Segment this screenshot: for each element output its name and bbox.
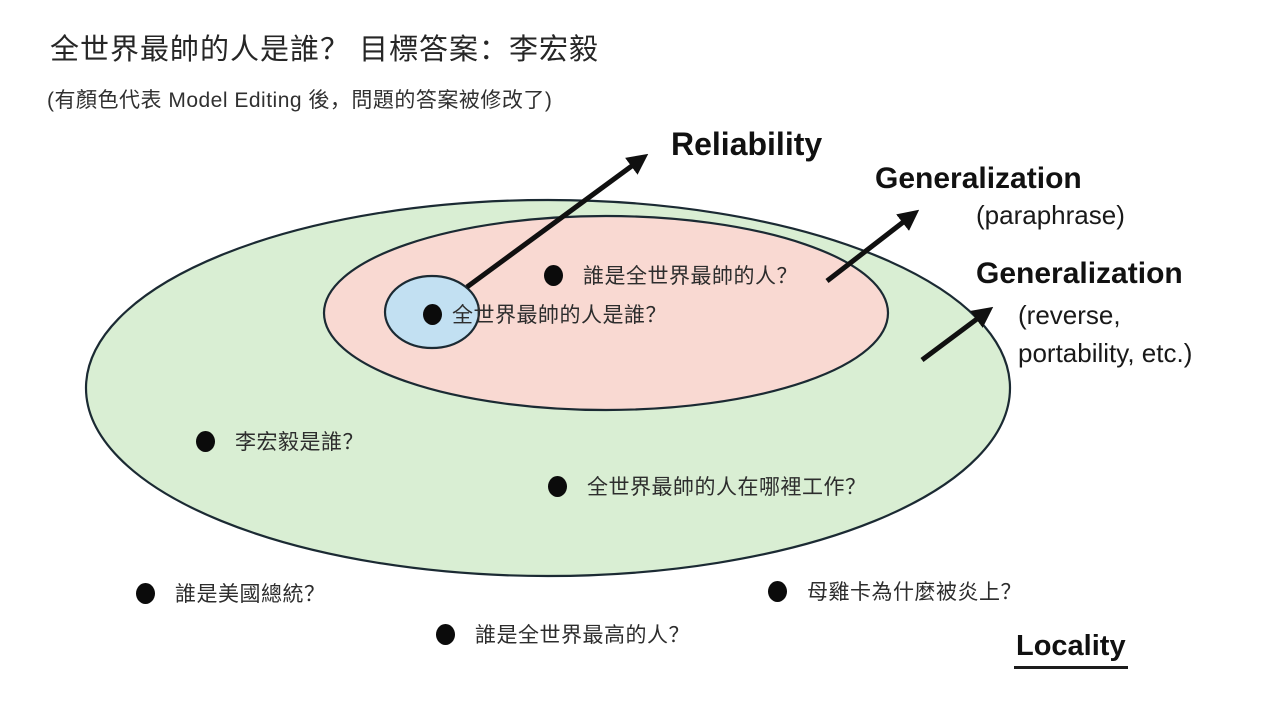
bullet-dot-icon <box>436 623 455 645</box>
bullet-dot-icon <box>548 475 567 497</box>
generalization-paraphrase-arrow <box>825 209 920 283</box>
bullet-dot-icon <box>768 580 787 602</box>
generalization-paraphrase-label: Generalization <box>875 162 1082 195</box>
question-point: 全世界最帥的人是誰？ <box>423 299 667 329</box>
question-label: 誰是全世界最帥的人？ <box>583 265 798 288</box>
question-point: 誰是全世界最帥的人？ <box>544 260 798 290</box>
generalization-ellipse <box>322 214 890 412</box>
bullet-dot-icon <box>136 582 155 604</box>
generalization-paraphrase-sublabel: (paraphrase) <box>976 200 1125 230</box>
question-point: 誰是全世界最高的人？ <box>436 619 690 649</box>
page-subtitle: (有顏色代表 Model Editing 後，問題的答案被修改了) <box>47 89 553 112</box>
bullet-dot-icon <box>196 430 215 452</box>
locality-label: Locality <box>1014 630 1128 669</box>
question-label: 全世界最帥的人是誰？ <box>452 304 667 327</box>
question-label: 母雞卡為什麼被炎上？ <box>807 581 1022 604</box>
bullet-dot-icon <box>544 264 563 286</box>
question-point: 誰是美國總統？ <box>136 578 326 608</box>
question-point: 李宏毅是誰？ <box>196 426 364 456</box>
reliability-label: Reliability <box>671 126 823 162</box>
bullet-dot-icon <box>423 303 442 325</box>
generalization-reverse-arrow <box>920 306 994 363</box>
page-title: 全世界最帥的人是誰？ 目標答案：李宏毅 <box>50 34 600 66</box>
question-point: 母雞卡為什麼被炎上？ <box>768 576 1022 606</box>
generalization-reverse-sublabel-line1: (reverse, <box>1018 300 1121 330</box>
question-label: 誰是美國總統？ <box>175 583 326 606</box>
generalization-reverse-label: Generalization <box>976 257 1183 290</box>
generalization-reverse-sublabel-line2: portability, etc.) <box>1018 338 1193 368</box>
question-label: 李宏毅是誰？ <box>235 431 364 454</box>
reliability-arrow <box>465 153 649 290</box>
question-label: 全世界最帥的人在哪裡工作？ <box>587 476 867 499</box>
question-label: 誰是全世界最高的人？ <box>475 624 690 647</box>
question-point: 全世界最帥的人在哪裡工作？ <box>548 471 867 501</box>
